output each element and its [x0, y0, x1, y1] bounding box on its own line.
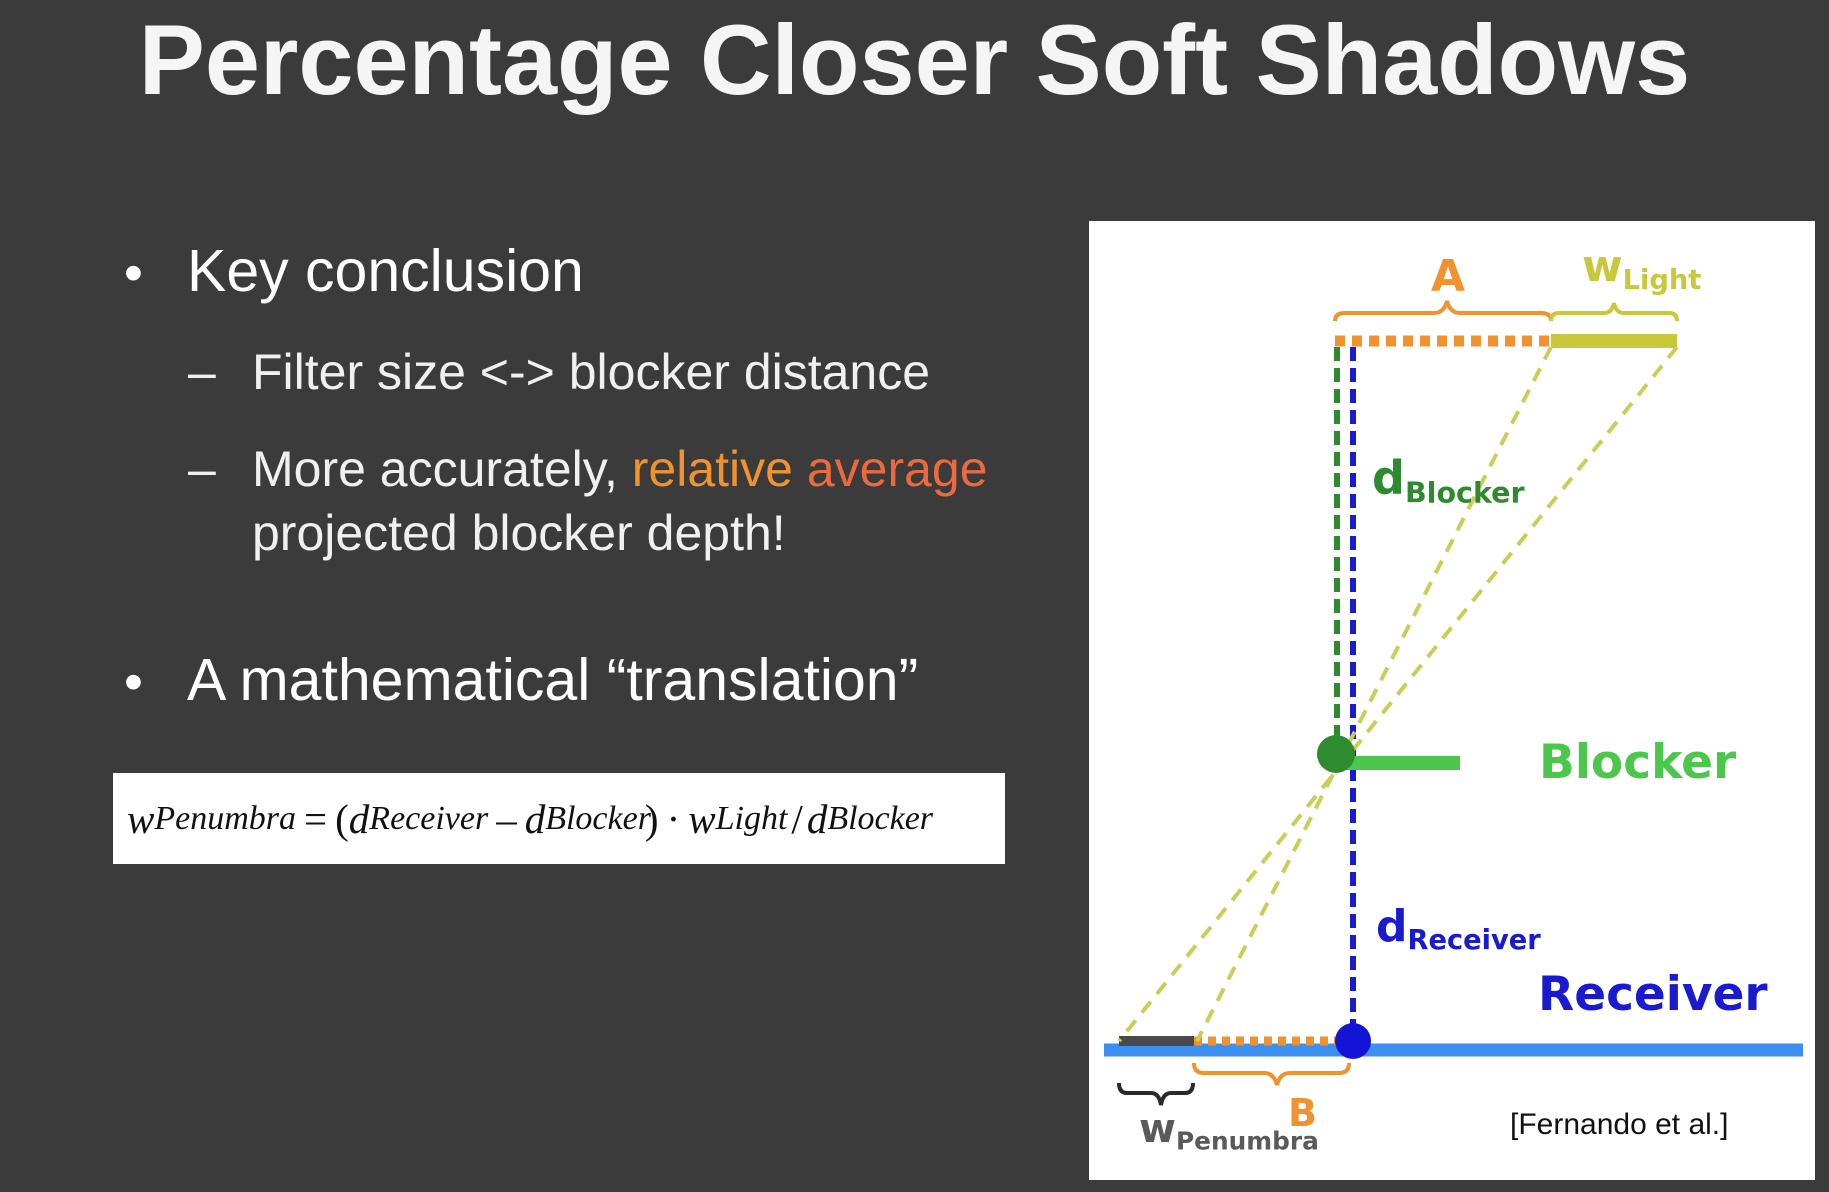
formula-d-blocker-2: d — [806, 795, 828, 842]
citation: [Fernando et al.] — [1510, 1108, 1729, 1141]
brace-w-penumbra — [1117, 1082, 1195, 1106]
sub-text-post: projected blocker depth! — [252, 505, 786, 561]
highlight-average: average — [806, 441, 988, 497]
label-w-penumbra-sub: Penumbra — [1175, 1126, 1319, 1156]
label-d-blocker-sub: Blocker — [1404, 476, 1525, 510]
sub-text-pre: More accurately, — [252, 441, 632, 497]
bullet-dot: • — [124, 243, 143, 303]
brace-b — [1192, 1062, 1351, 1086]
bullet-math-translation: • A mathematical “translation” — [124, 645, 918, 716]
formula-equals: = — [304, 795, 328, 842]
blocker-point — [1317, 735, 1355, 773]
ray-light-left-to-penumbra-right — [1195, 346, 1553, 1042]
label-w-light-main: w — [1582, 241, 1623, 292]
formula-sub-blocker-2: Blocker — [827, 799, 934, 837]
label-w-penumbra: wPenumbra — [1139, 1106, 1319, 1155]
label-d-blocker: dBlocker — [1372, 451, 1525, 510]
sub-bullet-text: More accurately, relative average projec… — [252, 437, 1052, 565]
formula-open-paren: ( — [335, 795, 349, 842]
label-w-penumbra-main: w — [1139, 1106, 1176, 1152]
label-blocker: Blocker — [1539, 735, 1737, 790]
label-d-receiver-sub: Receiver — [1407, 925, 1541, 957]
formula-sub-blocker: Blocker — [545, 799, 651, 837]
label-b: B — [1288, 1091, 1317, 1135]
brace-w-light — [1549, 302, 1679, 322]
label-d-receiver: dReceiver — [1376, 901, 1541, 956]
sub-dash: – — [188, 441, 216, 497]
formula-w-light: w — [688, 795, 716, 842]
formula-sub-light: Light — [715, 799, 788, 837]
ray-light-right-to-penumbra-left — [1117, 345, 1679, 1043]
bullet-key-conclusion: • Key conclusion — [124, 236, 584, 307]
formula-d-receiver: d — [348, 795, 370, 842]
sub-bullet-text: Filter size <-> blocker distance — [252, 344, 931, 400]
label-a: A — [1431, 251, 1466, 302]
brace-a — [1333, 300, 1553, 322]
slide-title: Percentage Closer Soft Shadows — [138, 4, 1691, 115]
bullet-dot: • — [124, 652, 143, 712]
formula-sub-penumbra: Penumbra — [154, 799, 297, 837]
formula-minus: – — [496, 795, 517, 842]
formula-slash: / — [791, 795, 803, 842]
label-w-light-sub: Light — [1622, 265, 1702, 297]
label-w-light: wLight — [1582, 241, 1701, 296]
sub-bullet-accurately: – More accurately, relative average proj… — [188, 437, 1052, 565]
sub-text-space — [793, 441, 807, 497]
formula-sub-receiver: Receiver — [369, 799, 489, 837]
bullet-text: Key conclusion — [187, 238, 584, 304]
bullet-text: A mathematical “translation” — [187, 647, 919, 713]
formula-w: w — [127, 795, 155, 842]
highlight-relative: relative — [631, 441, 793, 497]
formula-close-paren: ) — [644, 795, 659, 842]
pcss-diagram: A wLight dBlocker Blocker dReceiver Rece… — [1089, 221, 1815, 1180]
label-d-receiver-main: d — [1376, 901, 1408, 952]
sub-bullet-filter-size: – Filter size <-> blocker distance — [188, 340, 1052, 404]
label-receiver: Receiver — [1538, 967, 1768, 1022]
diagram-svg — [1104, 300, 1803, 1106]
formula-d-blocker: d — [524, 795, 546, 842]
receiver-point — [1335, 1023, 1371, 1059]
sub-dash: – — [188, 344, 216, 400]
formula-dot: · — [666, 795, 681, 842]
label-d-blocker-main: d — [1372, 451, 1405, 505]
